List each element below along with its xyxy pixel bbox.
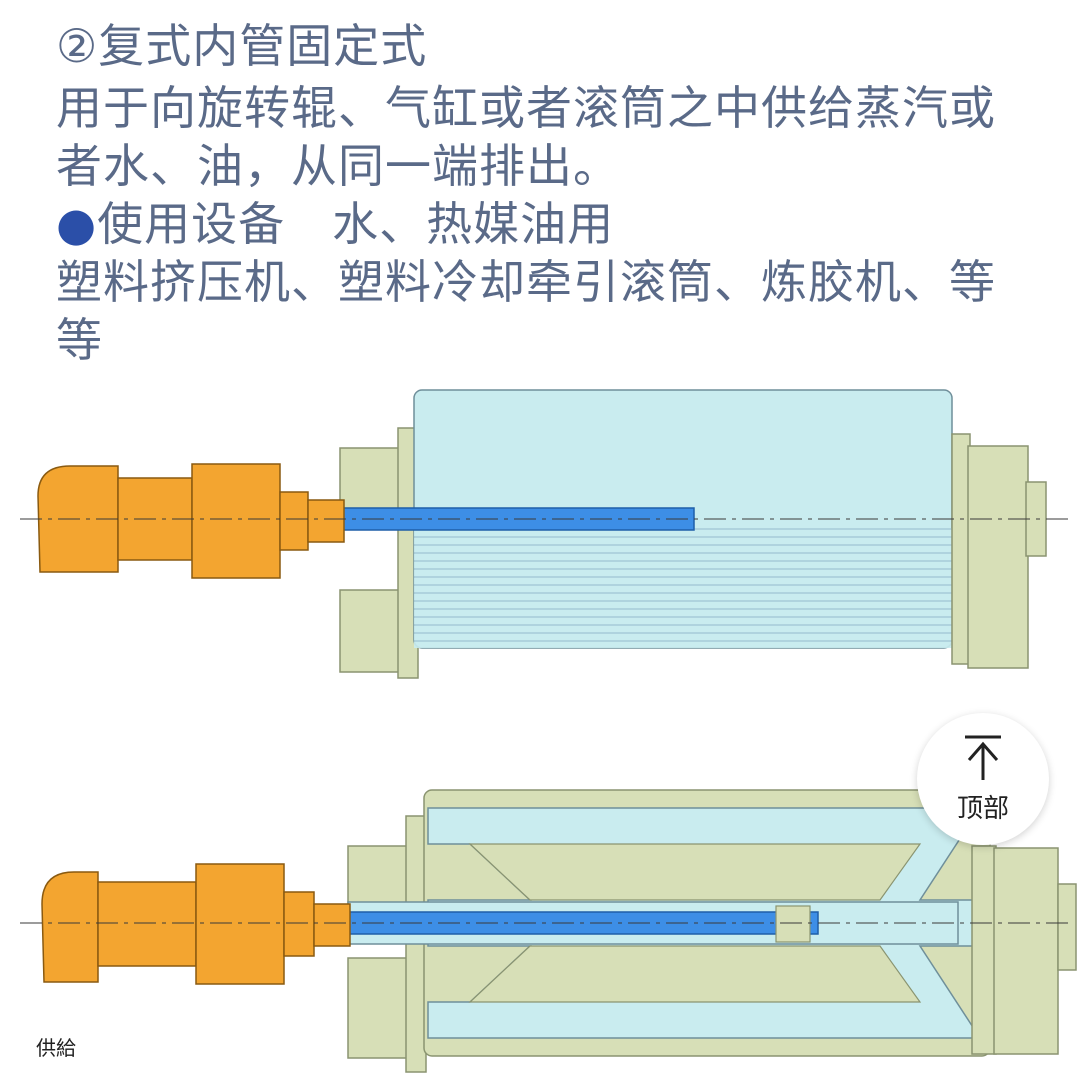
supply-caption: 供給 (36, 1036, 76, 1060)
description-line-1: 用于向旋转辊、气缸或者滚筒之中供给蒸汽或 (56, 81, 996, 135)
bottom-inner-block-bottom (468, 945, 922, 1003)
bottom-rotary-joint (41, 863, 351, 985)
bottom-assembly (20, 789, 1077, 1073)
top-left-frame (339, 427, 419, 679)
back-to-top-button[interactable]: 顶部 (917, 713, 1049, 845)
back-to-top-label: 顶部 (956, 793, 1009, 824)
heading: ②复式内管固定式 (56, 19, 428, 73)
top-right-frame (951, 433, 1047, 669)
bottom-support-block (775, 905, 811, 943)
bottom-right-frame (971, 845, 1077, 1055)
top-assembly (20, 389, 1070, 679)
rotary-joint-diagram (0, 378, 1081, 1075)
description-line-2: 者水、油，从同一端排出。 (56, 139, 620, 193)
top-drum-hatch (414, 528, 952, 648)
bottom-inner-block-top (468, 843, 922, 901)
text-panel: ②复式内管固定式 用于向旋转辊、气缸或者滚筒之中供给蒸汽或 者水、油，从同一端排… (0, 0, 1081, 378)
usage-text: 使用设备 水、热媒油用 (97, 197, 615, 251)
diagram-svg (20, 389, 1077, 1073)
bullet-icon: ● (56, 197, 98, 251)
equipment-line-1: 塑料挤压机、塑料冷却牵引滚筒、炼胶机、等 (56, 255, 996, 309)
top-rotary-joint (37, 463, 345, 579)
equipment-line-2: 等 (56, 313, 103, 367)
arrow-up-icon (965, 735, 1001, 780)
usage-line: ●使用设备 水、热媒油用 (56, 196, 614, 252)
